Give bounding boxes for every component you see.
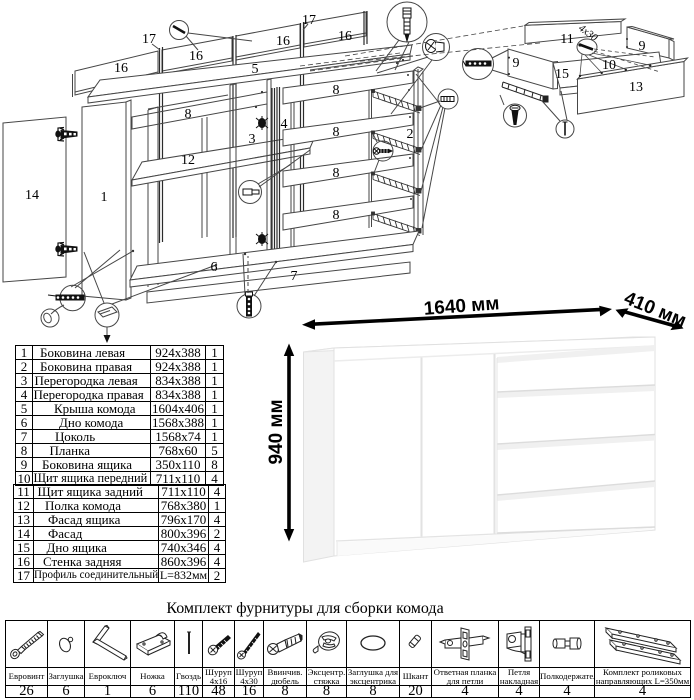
svg-text:1: 1 <box>101 190 108 205</box>
svg-text:8: 8 <box>333 166 340 181</box>
svg-text:7: 7 <box>291 269 298 284</box>
svg-text:4: 4 <box>281 117 288 132</box>
svg-text:16: 16 <box>276 34 290 49</box>
svg-text:2: 2 <box>407 127 414 142</box>
svg-text:16: 16 <box>114 61 128 76</box>
svg-text:940 мм: 940 мм <box>266 399 287 464</box>
svg-text:16: 16 <box>189 49 203 64</box>
svg-text:16: 16 <box>338 29 352 44</box>
svg-text:9: 9 <box>513 56 520 71</box>
svg-text:8: 8 <box>185 107 192 122</box>
svg-text:17: 17 <box>302 13 316 28</box>
svg-text:8: 8 <box>333 208 340 223</box>
svg-text:9: 9 <box>639 39 646 54</box>
svg-text:6: 6 <box>211 260 218 275</box>
svg-text:3: 3 <box>249 132 256 147</box>
svg-text:5: 5 <box>252 62 259 77</box>
svg-text:11: 11 <box>560 32 573 47</box>
svg-text:13: 13 <box>629 80 643 95</box>
svg-text:17: 17 <box>142 32 156 47</box>
svg-text:410 мм: 410 мм <box>621 288 689 332</box>
svg-text:8: 8 <box>333 83 340 98</box>
svg-text:10: 10 <box>602 58 616 73</box>
svg-text:14: 14 <box>25 188 39 203</box>
svg-text:8: 8 <box>333 125 340 140</box>
svg-text:12: 12 <box>181 153 195 168</box>
svg-text:15: 15 <box>555 67 569 82</box>
